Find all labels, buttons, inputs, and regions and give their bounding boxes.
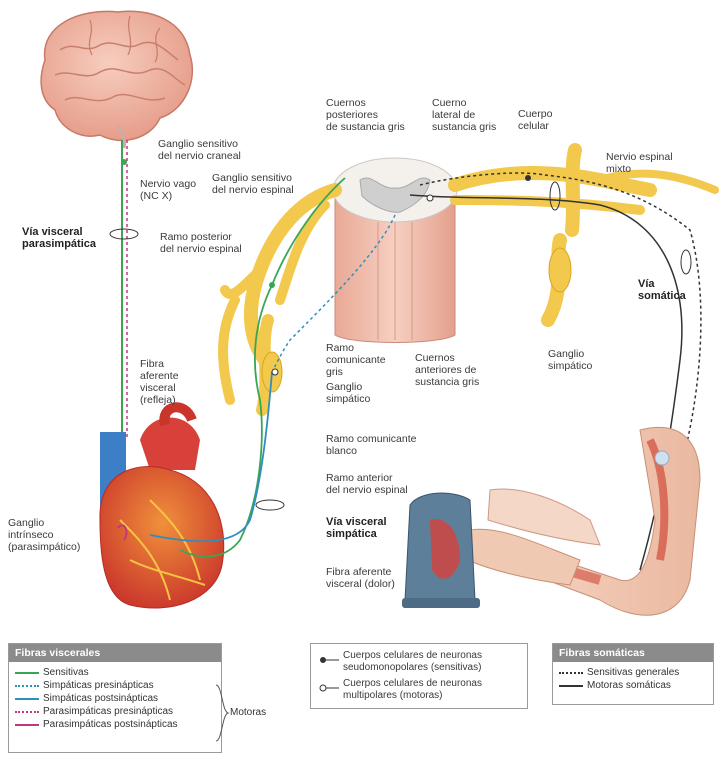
legend-row-som-sens: Sensitivas generales <box>553 666 713 679</box>
brain <box>41 11 192 148</box>
heart <box>100 407 224 608</box>
legend-visceral: Fibras viscerales Sensitivas Simpáticas … <box>8 643 222 753</box>
legend-cell-open-icon <box>319 680 341 698</box>
legend-row-sensitivas: Sensitivas <box>9 666 221 679</box>
legend-cell-filled-icon <box>319 652 341 670</box>
legend-row-som-mot: Motoras somáticas <box>553 679 713 692</box>
legend-somatic-title: Fibras somáticas <box>553 644 713 662</box>
legend-somatic: Fibras somáticas Sensitivas generales Mo… <box>552 643 714 705</box>
spinal-cord <box>333 158 457 343</box>
legend-row-simp-pre: Simpáticas presinápticas <box>9 679 221 692</box>
legend-visceral-title: Fibras viscerales <box>9 644 221 662</box>
vagus-fibers <box>110 140 138 440</box>
label-motoras: Motoras <box>230 707 266 718</box>
legend-row-simp-post: Simpáticas postsinápticas <box>9 692 221 705</box>
label-nervio-vago: Nervio vago(NC X) <box>140 178 196 202</box>
arm-and-hand <box>402 427 700 615</box>
legend-row-para-pre: Parasimpáticas presinápticas <box>9 705 221 718</box>
legend-row-para-post: Parasimpáticas postsinápticas <box>9 718 221 731</box>
